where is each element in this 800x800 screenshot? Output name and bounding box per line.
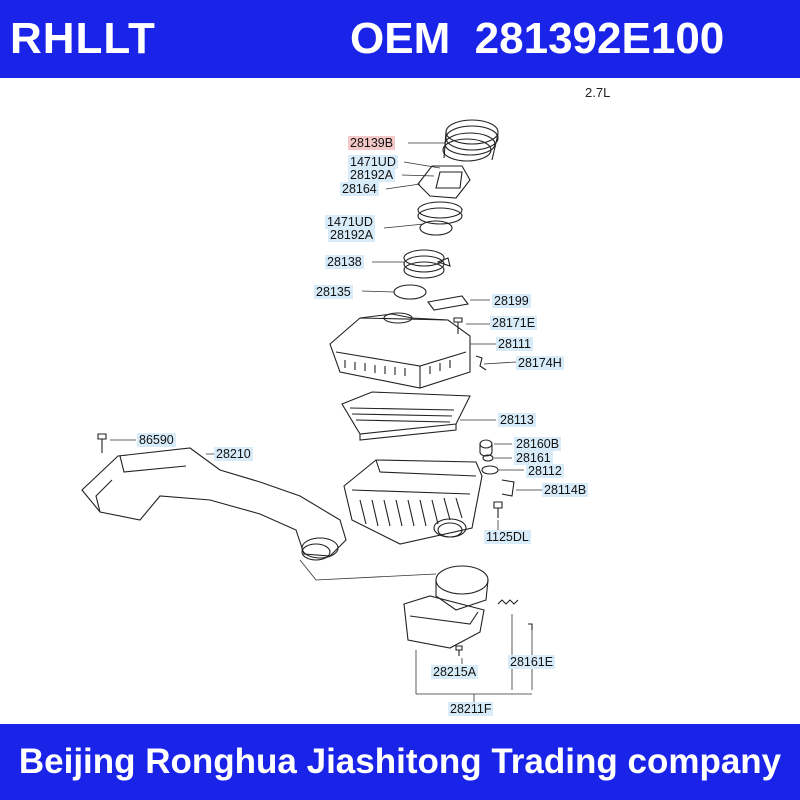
leader-lines [110, 142, 542, 702]
part-label-86590: 86590 [137, 433, 176, 447]
air-cleaner-body-drawing [343, 459, 483, 545]
bottom-banner: Beijing Ronghua Jiashitong Trading compa… [0, 724, 800, 800]
part-label-28192A-upper: 28192A [348, 168, 396, 182]
top-banner: RHLLT OEM 281392E100 [0, 0, 800, 78]
part-label-28215A: 28215A [431, 665, 479, 679]
part-label-28174H: 28174H [516, 356, 564, 370]
part-label-28160B: 28160B [514, 437, 562, 451]
part-label-1471UD-upper: 1471UD [348, 155, 398, 169]
part-label-1471UD-lower: 1471UD [325, 215, 375, 229]
air-flow-sensor-drawing [417, 165, 471, 236]
label-plate-drawing [427, 295, 469, 311]
grommet-drawing [479, 439, 499, 475]
parts-diagram [81, 119, 542, 702]
part-label-28138: 28138 [325, 255, 364, 269]
air-filter-drawing [341, 391, 471, 441]
part-label-28114B: 28114B [542, 483, 589, 497]
part-label-28113: 28113 [498, 413, 536, 427]
part-label-28211F: 28211F [448, 702, 494, 716]
part-label-28171E: 28171E [490, 316, 538, 330]
bracket-drawing [475, 355, 487, 371]
part-label-28112: 28112 [526, 464, 564, 478]
part-label-28161: 28161 [514, 451, 553, 465]
brand-name: RHLLT [10, 14, 156, 63]
bolt-drawing [453, 317, 463, 334]
clip-drawing [455, 645, 463, 656]
part-label-28199: 28199 [492, 294, 531, 308]
spring-clip-drawing [497, 599, 519, 605]
oem-part-number: OEM 281392E100 [350, 14, 725, 63]
part-label-1125DL: 1125DL [484, 530, 531, 544]
mount-bolt-drawing [493, 501, 503, 518]
part-label-28192A-lower: 28192A [328, 228, 376, 242]
company-name: Beijing Ronghua Jiashitong Trading compa… [18, 742, 782, 781]
screw-drawing [97, 433, 107, 453]
small-clip-drawing [528, 623, 533, 630]
mounting-bracket-drawing [501, 479, 515, 497]
resonator-drawing [403, 565, 489, 649]
part-label-28164: 28164 [340, 182, 379, 196]
clamp-drawing [393, 249, 451, 300]
part-label-28161E: 28161E [508, 655, 556, 669]
intake-hose-drawing [442, 119, 499, 162]
engine-note: 2.7L [585, 85, 611, 100]
part-label-28135: 28135 [314, 285, 353, 299]
part-label-28139B: 28139B [348, 136, 396, 150]
part-label-28210: 28210 [214, 447, 253, 461]
part-label-28111: 28111 [496, 337, 533, 351]
air-cleaner-cover-drawing [329, 312, 471, 389]
air-duct-drawing [81, 447, 347, 561]
